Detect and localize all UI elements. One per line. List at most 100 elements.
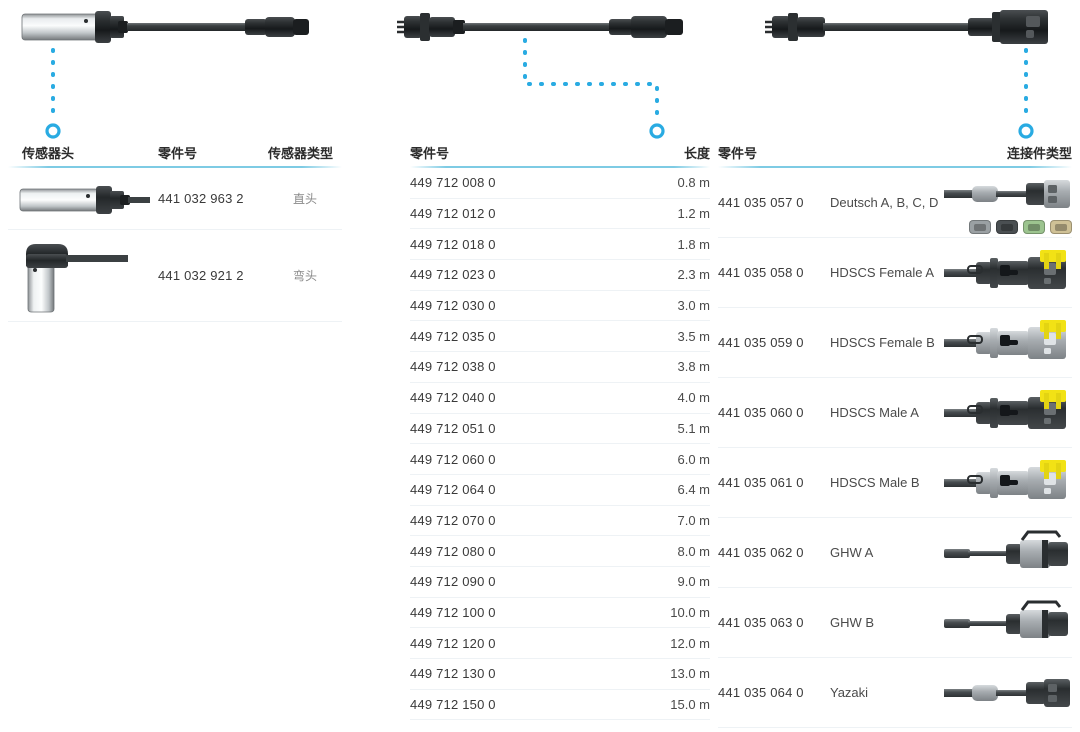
column-header-sensor-head: 传感器头	[22, 146, 75, 161]
connector-name-cell: Yazaki	[830, 685, 869, 700]
table-row[interactable]: 441 035 064 0 Yazaki	[718, 658, 1072, 728]
connector-image-cell	[942, 670, 1072, 716]
connector-variant-icon	[1023, 220, 1045, 234]
length-cell: 13.0 m	[670, 666, 710, 682]
table-header-row: 传感器头 零件号 传感器类型	[8, 140, 342, 168]
sensor-type-cell: 直头	[292, 192, 317, 206]
part-number-cell: 441 035 058 0	[718, 265, 804, 280]
table-row[interactable]: 441 032 963 2 直头	[8, 168, 342, 230]
table-row[interactable]: 449 712 100 0 10.0 m	[410, 598, 710, 629]
connector-variant-icon	[996, 220, 1018, 234]
connector-image-cell	[942, 171, 1072, 234]
length-cell: 0.8 m	[677, 175, 710, 191]
part-number-cell: 441 035 062 0	[718, 545, 804, 560]
length-cell: 1.2 m	[677, 206, 710, 222]
connector-variant-icon	[969, 220, 991, 234]
length-cell: 8.0 m	[677, 543, 710, 559]
length-cell: 10.0 m	[670, 604, 710, 620]
hdscs-male-b-icon	[944, 459, 1066, 499]
length-cell: 9.0 m	[677, 574, 710, 590]
diagram-inline-connector-3	[609, 16, 683, 38]
part-number-cell: 441 032 921 2	[158, 268, 244, 283]
part-number-cell: 449 712 008 0	[410, 175, 496, 191]
column-header-part-number: 零件号	[718, 146, 758, 161]
part-number-cell: 449 712 070 0	[410, 512, 496, 528]
part-number-cell: 449 712 080 0	[410, 543, 496, 559]
diagram-inline-connector-2	[397, 13, 465, 41]
table-row[interactable]: 441 032 921 2 弯头	[8, 230, 342, 322]
part-number-cell: 449 712 060 0	[410, 451, 496, 467]
connector-image-cell	[942, 319, 1072, 366]
length-cell: 1.8 m	[677, 236, 710, 252]
part-number-cell: 449 712 090 0	[410, 574, 496, 590]
connector-name-cell: HDSCS Male B	[830, 475, 920, 490]
part-number-cell: 441 035 060 0	[718, 405, 804, 420]
part-number-cell: 449 712 038 0	[410, 359, 496, 375]
length-cell: 4.0 m	[677, 390, 710, 406]
table-row[interactable]: 441 035 063 0 GHW B	[718, 588, 1072, 658]
part-number-cell: 449 712 130 0	[410, 666, 496, 682]
connector-name-cell: GHW B	[830, 615, 875, 630]
hdscs-female-a-icon	[944, 249, 1066, 289]
column-header-sensor-type: 传感器类型	[268, 146, 334, 161]
hdscs-male-a-icon	[944, 389, 1066, 429]
length-cell: 2.3 m	[677, 267, 710, 283]
connector-name-cell: Deutsch A, B, C, D	[830, 195, 939, 210]
ghw-a-icon	[944, 530, 1068, 568]
column-header-length: 长度	[683, 146, 710, 161]
connector-image-cell	[942, 530, 1072, 576]
part-number-cell: 449 712 100 0	[410, 604, 496, 620]
table-header-row: 零件号 长度	[410, 140, 710, 168]
ghw-b-icon	[944, 600, 1068, 638]
part-number-cell: 441 035 059 0	[718, 335, 804, 350]
part-number-cell: 449 712 150 0	[410, 697, 496, 713]
yazaki-connector-icon	[944, 678, 1070, 707]
length-cell: 12.0 m	[670, 635, 710, 651]
table-row[interactable]: 441 035 062 0 GHW A	[718, 518, 1072, 588]
table-row[interactable]: 449 712 130 0 13.0 m	[410, 659, 710, 690]
table-row[interactable]: 449 712 080 0 8.0 m	[410, 536, 710, 567]
part-number-cell: 441 035 063 0	[718, 615, 804, 630]
table-row[interactable]: 449 712 120 0 12.0 m	[410, 628, 710, 659]
deutsch-connector-icon	[944, 180, 1070, 208]
table-row[interactable]: 449 712 038 0 3.8 m	[410, 352, 710, 383]
diagram-inline-connector-4	[765, 13, 825, 41]
elbow-sensor-icon	[8, 234, 158, 318]
table-row[interactable]: 449 712 090 0 9.0 m	[410, 567, 710, 598]
connector-name-cell: GHW A	[830, 545, 874, 560]
length-cell: 3.8 m	[677, 359, 710, 375]
connector-image-cell	[942, 249, 1072, 296]
diagram-sensor-head	[21, 11, 128, 43]
sensor-cable-assembly-diagram	[0, 0, 1080, 140]
spacer-header	[830, 162, 960, 168]
callout-cable-length	[523, 38, 665, 139]
straight-sensor-icon	[8, 177, 158, 221]
length-cell: 3.0 m	[677, 298, 710, 314]
part-number-cell: 449 712 064 0	[410, 482, 496, 498]
hdscs-female-b-icon	[944, 319, 1066, 359]
length-cell: 5.1 m	[677, 420, 710, 436]
part-number-cell: 449 712 120 0	[410, 635, 496, 651]
connector-image-cell	[942, 459, 1072, 506]
part-number-cell: 441 035 064 0	[718, 685, 804, 700]
table-row[interactable]: 449 712 008 0 0.8 m	[410, 168, 710, 199]
